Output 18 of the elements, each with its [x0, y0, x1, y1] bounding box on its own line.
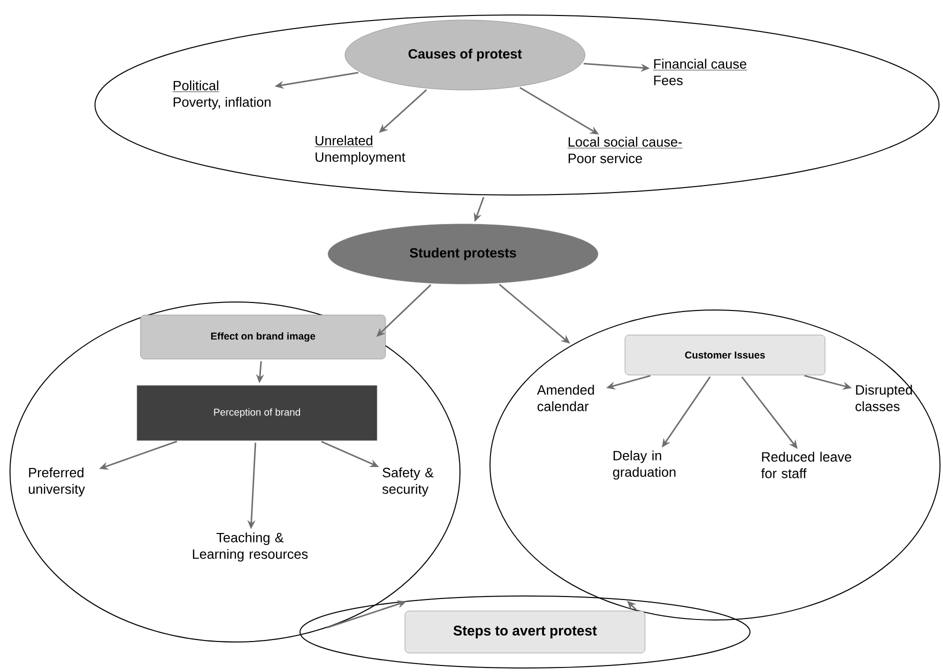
heading-box: Perception of brand — [136, 385, 378, 441]
group-ellipse — [490, 310, 940, 620]
item-text: Local social cause- Poor service — [567, 136, 683, 164]
item-text: Reduced leave for staff — [761, 452, 852, 478]
item-text: Political Poverty, inflation — [172, 80, 271, 110]
item-text: Safety & security — [382, 467, 434, 497]
item-text: Preferred university — [28, 467, 85, 497]
item-text: Amended calendar — [537, 384, 594, 412]
item-text: Disrupted classes — [856, 384, 912, 412]
heading-box: Steps to avert protest — [404, 610, 646, 654]
item-text: Unrelated Unemployment — [314, 135, 406, 165]
item-text: Teaching & Learning resources — [192, 532, 308, 562]
heading-box: Effect on brand image — [140, 314, 386, 360]
group-ellipse — [94, 14, 940, 196]
item-text: Financial cause Fees — [652, 58, 748, 86]
group-ellipse — [300, 596, 750, 668]
item-text: Delay in graduation — [613, 450, 676, 480]
heading-box: Customer Issues — [624, 334, 826, 376]
